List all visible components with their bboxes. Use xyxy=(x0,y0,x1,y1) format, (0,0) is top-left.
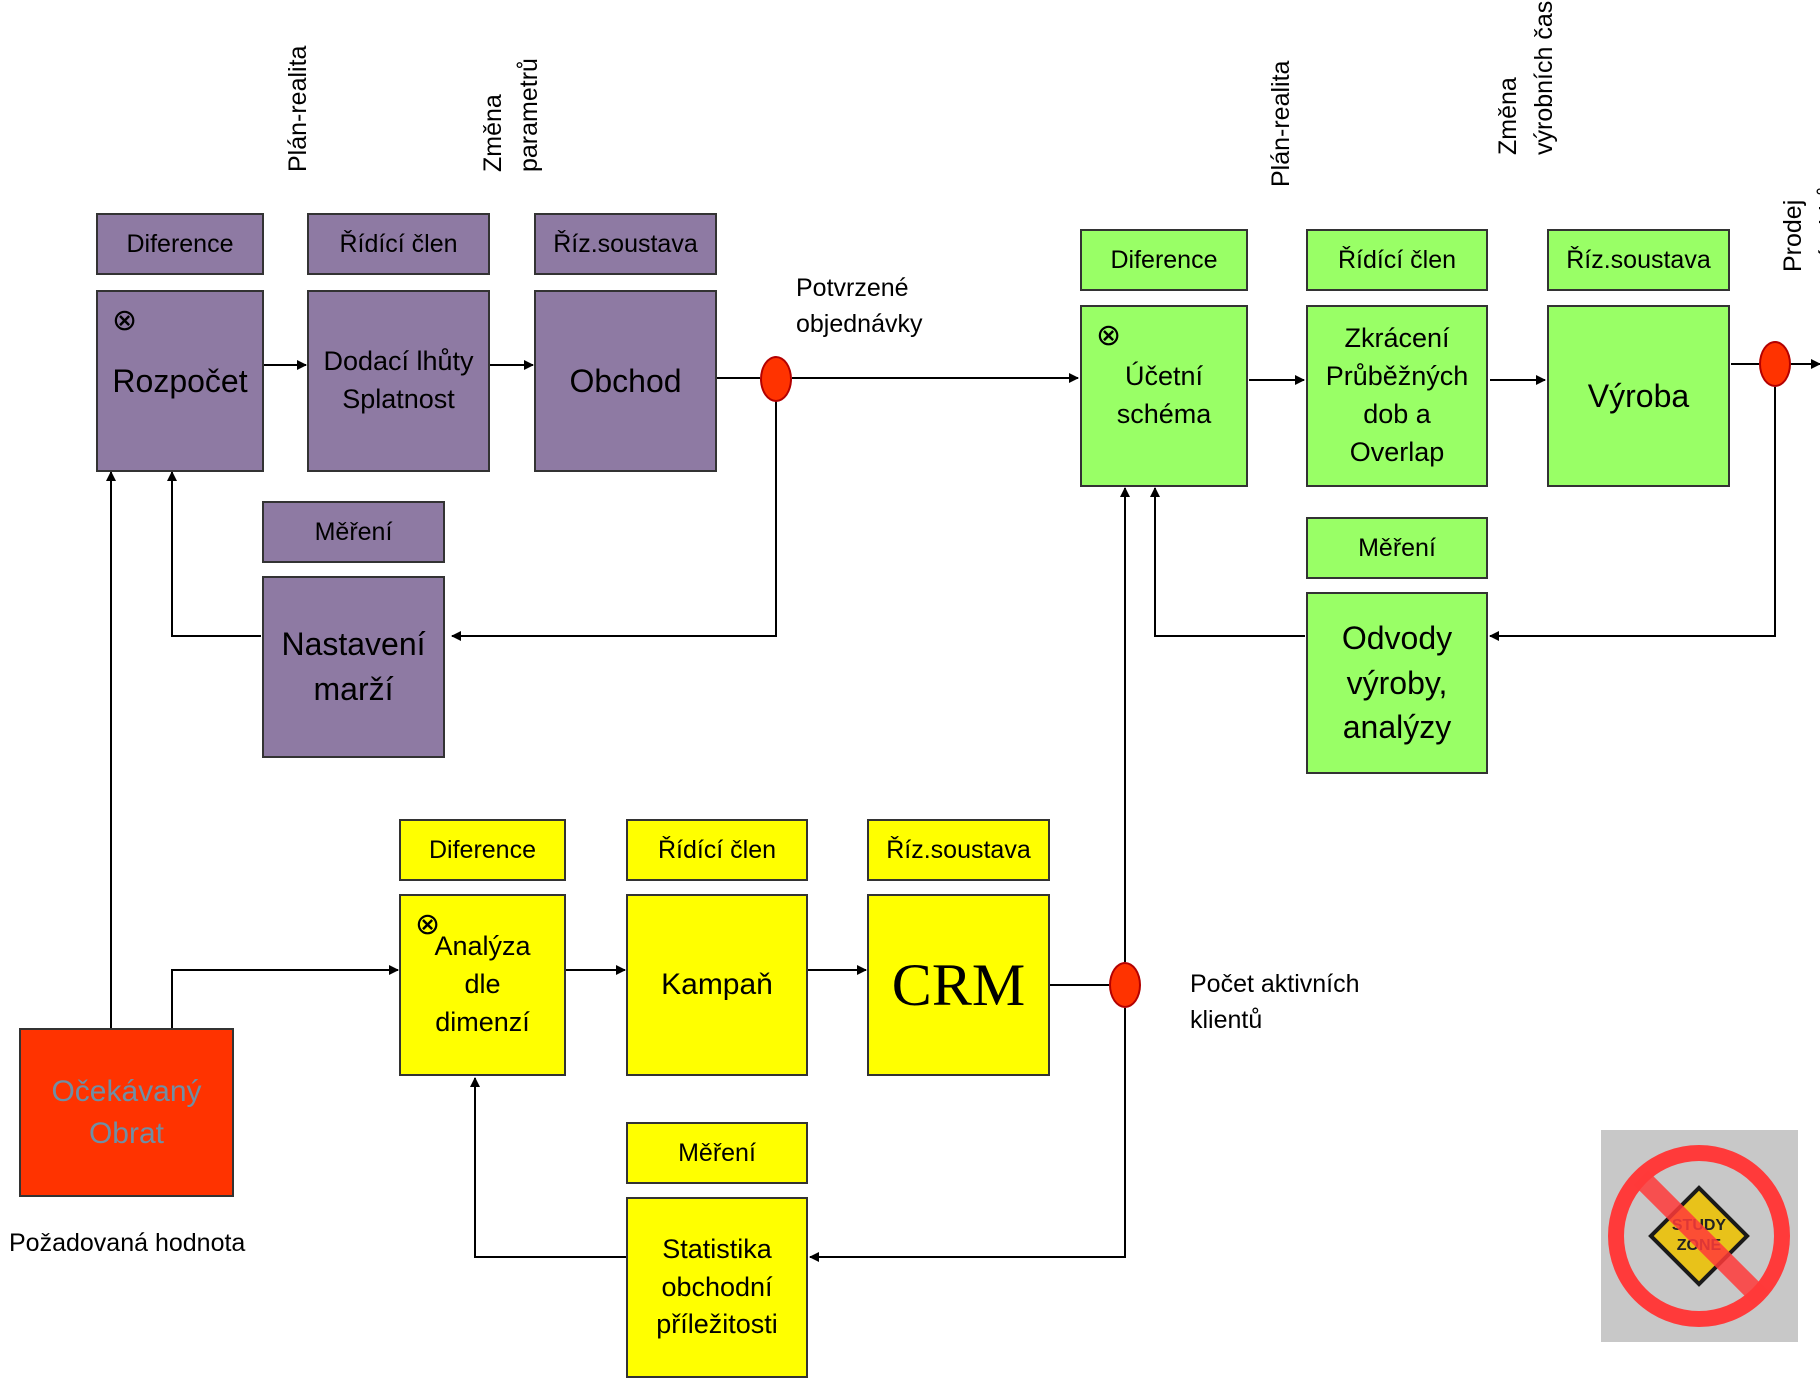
label-mereni-2: Měření xyxy=(1306,517,1488,579)
summing-junction-icon: ⊗ xyxy=(415,908,441,941)
vertical-label-zmena-parametru: Změna parametrů xyxy=(479,58,544,172)
vertical-label-plan-realita-1: Plán-realita xyxy=(284,45,312,172)
rozpocet-box: ⊗ Rozpočet xyxy=(96,290,264,472)
label-diference-2: Diference xyxy=(1080,229,1248,291)
label-riz-soustava-1: Říz.soustava xyxy=(534,213,717,275)
pocet-aktivnich-klientu-label: Počet aktivních klientů xyxy=(1190,970,1360,1035)
statistika-box: Statistika obchodní příležitosti xyxy=(626,1197,808,1378)
vertical-label-plan-realita-2: Plán-realita xyxy=(1267,60,1295,187)
label-diference-1: Diference xyxy=(96,213,264,275)
obchod-box: Obchod xyxy=(534,290,717,472)
ucetni-schema-box: ⊗ Účetní schéma xyxy=(1080,305,1248,487)
label-riz-soustava-3: Říz.soustava xyxy=(867,819,1050,881)
pozadovana-hodnota-label: Požadovaná hodnota xyxy=(9,1229,246,1257)
label-diference-3: Diference xyxy=(399,819,566,881)
label-mereni-3: Měření xyxy=(626,1122,808,1184)
vyroba-box: Výroba xyxy=(1547,305,1730,487)
potvrzene-objednavky-label: Potvrzené objednávky xyxy=(796,274,923,339)
ocekavany-obrat-box: Očekávaný Obrat xyxy=(19,1028,234,1197)
label-ridici-clen-2: Řídící člen xyxy=(1306,229,1488,291)
zkraceni-box: Zkrácení Průběžných dob a Overlap xyxy=(1306,305,1488,487)
analyza-label: Analýza dle dimenzí xyxy=(434,931,531,1037)
summing-junction-icon: ⊗ xyxy=(1096,319,1122,352)
dodaci-lhuty-box: Dodací lhůty Splatnost xyxy=(307,290,490,472)
no-study-zone-icon: STUDY ZONE xyxy=(1601,1130,1798,1342)
vertical-label-prodej-vyrobku: Prodej výrobků xyxy=(1779,184,1820,272)
label-ridici-clen-3: Řídící člen xyxy=(626,819,808,881)
analyza-dle-dimenzi-box: ⊗ Analýza dle dimenzí xyxy=(399,894,566,1076)
junction-node-2 xyxy=(1759,341,1791,387)
ucetni-schema-label: Účetní schéma xyxy=(1116,361,1212,429)
label-mereni-1: Měření xyxy=(262,501,445,563)
label-ridici-clen-1: Řídící člen xyxy=(307,213,490,275)
summing-junction-icon: ⊗ xyxy=(112,304,138,337)
study-zone-prohibited-logo: STUDY ZONE xyxy=(1601,1130,1798,1342)
odvody-vyroby-box: Odvody výroby, analýzy xyxy=(1306,592,1488,774)
nastaveni-marzi-box: Nastavení marží xyxy=(262,576,445,758)
label-riz-soustava-2: Říz.soustava xyxy=(1547,229,1730,291)
vertical-label-zmena-vyrobnich-casu: Změna výrobních časů xyxy=(1494,0,1559,155)
rozpocet-label: Rozpočet xyxy=(112,362,248,399)
kampan-box: Kampaň xyxy=(626,894,808,1076)
junction-node-3 xyxy=(1109,962,1141,1008)
junction-node-1 xyxy=(760,356,792,402)
crm-box: CRM xyxy=(867,894,1050,1076)
